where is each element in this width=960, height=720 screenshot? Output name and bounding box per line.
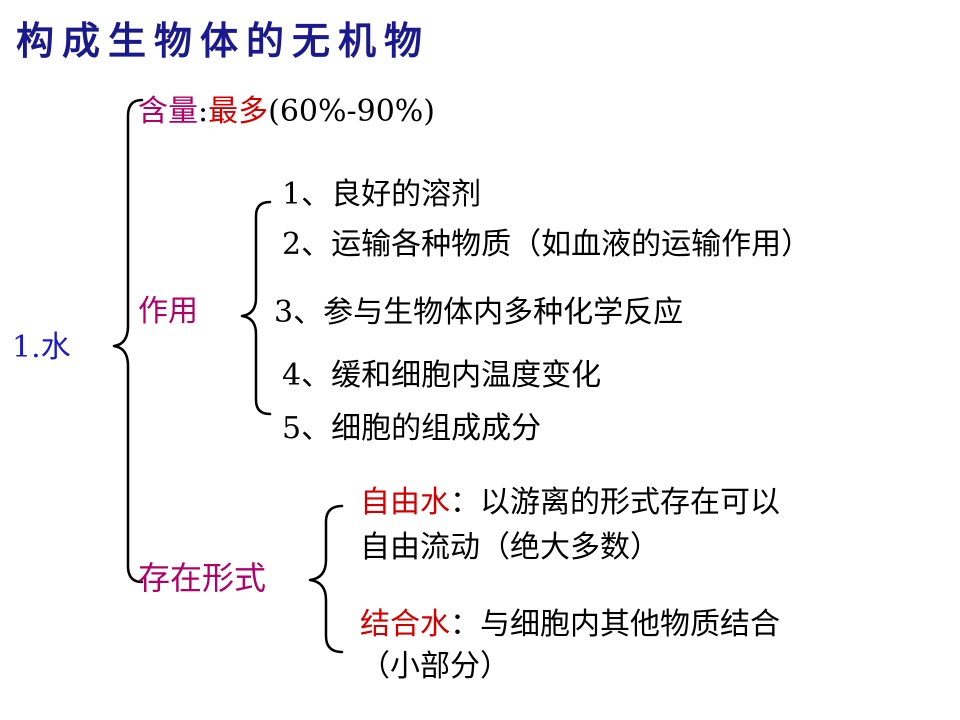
free-water-desc: ：以游离的形式存在可以 — [450, 485, 780, 520]
free-water-line1: 自由水：以游离的形式存在可以 — [360, 488, 780, 518]
root-label: 1.水 — [12, 330, 71, 365]
free-water-term: 自由水 — [360, 485, 450, 520]
free-water-line2: 自由流动（绝大多数） — [360, 530, 660, 565]
function-item: 4、缓和细胞内温度变化 — [282, 358, 602, 393]
content-label: 含量 — [138, 94, 198, 129]
main-brace — [112, 98, 144, 584]
function-item: 5、细胞的组成成分 — [282, 411, 542, 446]
content-range: (60%-90%) — [268, 94, 436, 129]
function-brace — [240, 200, 272, 416]
function-item: 2、运输各种物质（如血液的运输作用） — [282, 227, 812, 262]
function-item: 3、参与生物体内多种化学反应 — [274, 295, 684, 330]
bound-water-term: 结合水 — [360, 607, 450, 642]
function-label: 作用 — [138, 294, 198, 329]
content-row: 含量:最多(60%-90%) — [138, 97, 435, 127]
forms-brace — [308, 504, 344, 654]
bound-water-desc: ：与细胞内其他物质结合 — [450, 607, 780, 642]
bound-water-line1: 结合水：与细胞内其他物质结合 — [360, 610, 780, 640]
forms-label: 存在形式 — [138, 559, 267, 597]
content-value: 最多 — [208, 94, 269, 129]
bound-water-line2: （小部分） — [360, 649, 510, 684]
page-title: 构成生物体的无机物 — [16, 19, 431, 63]
function-item: 1、良好的溶剂 — [282, 177, 482, 212]
content-separator: : — [198, 94, 209, 129]
